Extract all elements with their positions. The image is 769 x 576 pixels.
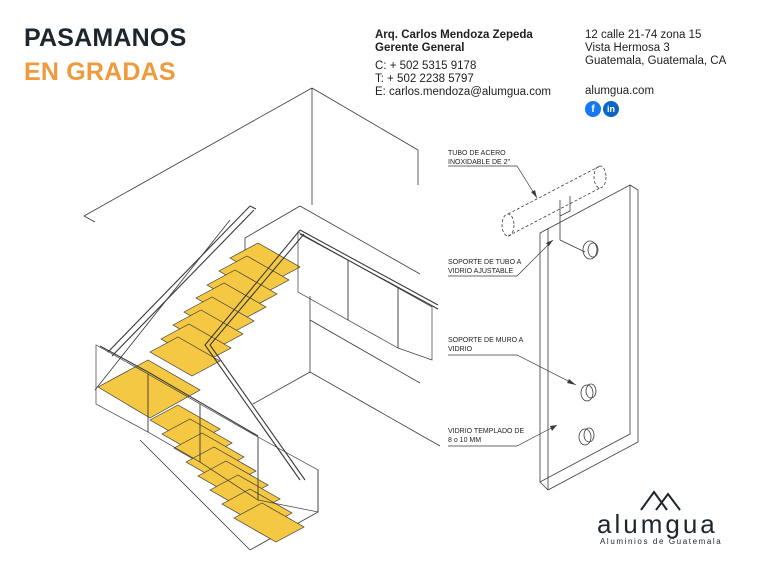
upper-flight-steps [149,242,301,377]
address-line2: Vista Hermosa 3 [585,42,670,54]
contact-block: Arq. Carlos Mendoza Zepeda Gerente Gener… [375,29,551,99]
brand-logo-text: alumgua [597,509,718,539]
leader-arrows [531,190,576,431]
website-link[interactable]: alumgua.com [585,85,655,97]
contact-email[interactable]: E: carlos.mendoza@alumgua.com [375,86,551,98]
facebook-icon[interactable]: f [585,101,601,117]
linkedin-icon[interactable]: in [603,101,619,117]
page-subtitle: EN GRADAS [24,58,176,86]
contact-name: Arq. Carlos Mendoza Zepeda [375,29,533,41]
contact-role: Gerente General [375,42,465,54]
landing [97,359,201,419]
address-line3: Guatemala, Guatemala, CA [585,55,727,67]
logo-mark [640,490,681,511]
callout-tube: TUBO DE ACERO INOXIDABLE DE 2" [448,150,511,166]
wall-lines [83,87,441,551]
callout-support-wall: SOPORTE DE MURO A VIDRIO [448,337,524,353]
leader-lines [448,165,577,447]
callout-glass: VIDRIO TEMPLADO DE 8 o 10 MM [448,428,525,444]
lower-flight-steps [149,404,305,543]
address-line1: 12 calle 21-74 zona 15 [585,29,702,41]
handrails [99,205,439,481]
page-title: PASAMANOS [24,24,187,52]
social-links: f in [585,101,619,117]
address-block: 12 calle 21-74 zona 15 Vista Hermosa 3 G… [585,29,726,68]
detail-view [501,165,639,491]
contact-cell: C: + 502 5315 9178 [375,60,477,72]
brand-tagline: Aluminios de Guatemala [600,537,723,546]
contact-tel: T: + 502 2238 5797 [375,73,474,85]
callout-support-tube: SOPORTE DE TUBO A VIDRIO AJUSTABLE [448,259,522,275]
